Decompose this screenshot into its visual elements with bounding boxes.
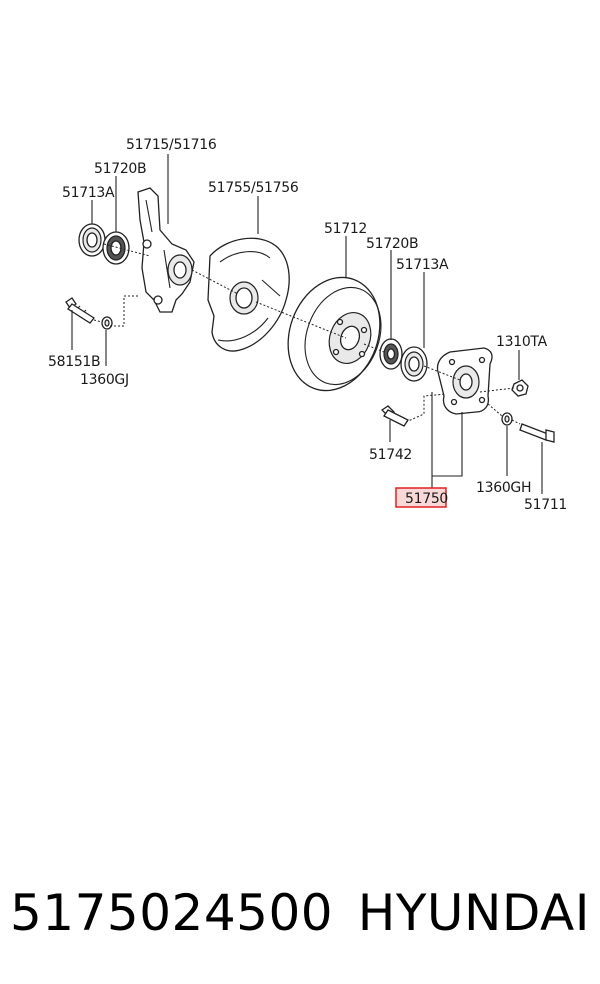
caption-bar: 5175024500 HYUNDAI	[10, 878, 590, 948]
label-51712[interactable]: 51712	[324, 221, 367, 237]
bolt-51711[interactable]	[519, 423, 555, 443]
bearing-51713a-right[interactable]	[400, 346, 428, 382]
label-51713a-left[interactable]: 51713A	[62, 185, 115, 201]
label-1310ta[interactable]: 1310TA	[496, 334, 548, 350]
bearing-51720b-right[interactable]	[379, 338, 403, 370]
highlighted-part-51750[interactable]: 51750	[395, 487, 448, 508]
bearing-51720b-left[interactable]	[102, 231, 130, 265]
steering-knuckle-51715[interactable]	[137, 187, 195, 313]
label-51715-51716[interactable]: 51715/51716	[126, 137, 217, 153]
bolt-58151b[interactable]	[65, 297, 95, 324]
label-51742[interactable]: 51742	[369, 447, 412, 463]
label-58151b[interactable]: 58151B	[48, 354, 101, 370]
dust-cover-51755[interactable]	[207, 237, 290, 352]
nut-1310ta[interactable]	[511, 379, 529, 397]
brake-disc-51712[interactable]	[273, 264, 395, 403]
assembly-lines	[93, 243, 521, 425]
label-51713a-right[interactable]: 51713A	[396, 257, 449, 273]
brand-name: HYUNDAI	[357, 884, 590, 942]
part-number: 5175024500	[10, 884, 334, 942]
label-51720b-right[interactable]: 51720B	[366, 236, 419, 252]
label-1360gj[interactable]: 1360GJ	[80, 372, 129, 388]
washer-1360gj[interactable]	[101, 316, 113, 330]
leader-lines	[71, 154, 543, 494]
label-51750: 51750	[405, 491, 448, 507]
label-51755-51756[interactable]: 51755/51756	[208, 180, 299, 196]
label-1360gh[interactable]: 1360GH	[476, 480, 532, 496]
label-51720b-left[interactable]: 51720B	[94, 161, 147, 177]
label-51711[interactable]: 51711	[524, 497, 567, 513]
bolt-51742[interactable]	[380, 405, 409, 427]
washer-1360gh[interactable]	[501, 412, 513, 426]
bearing-51713a-left[interactable]	[78, 223, 106, 257]
wheel-hub-51750[interactable]	[436, 347, 493, 415]
